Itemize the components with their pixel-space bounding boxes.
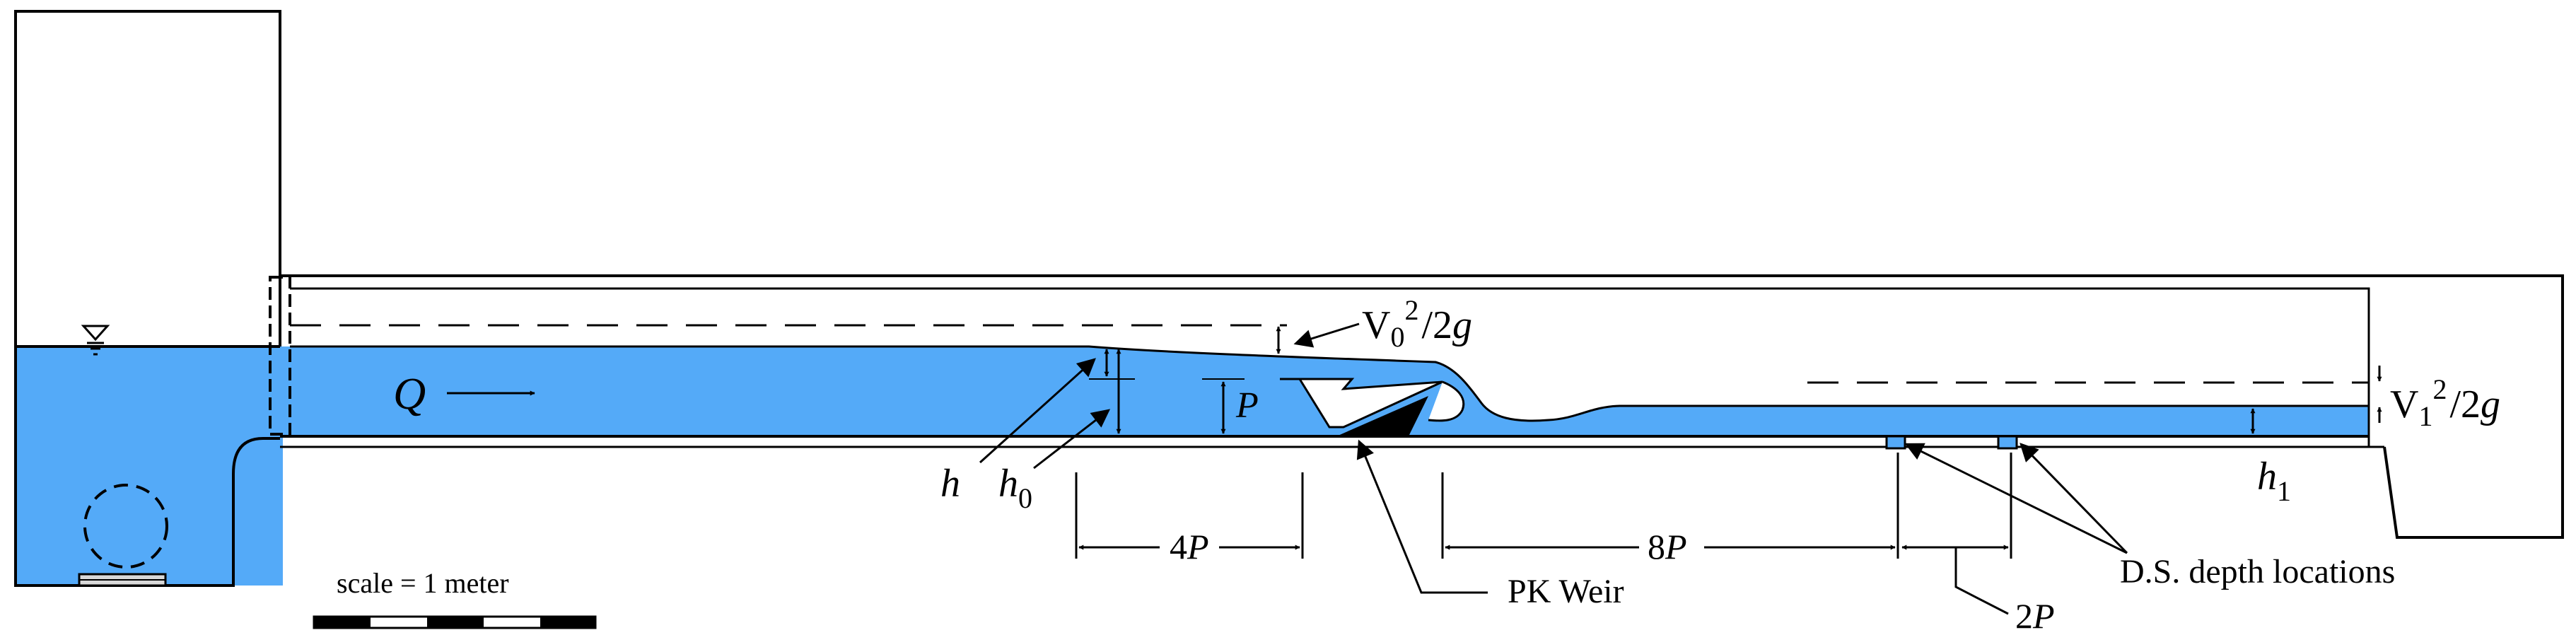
weir-nappe — [1428, 380, 1465, 422]
weir-height-label: P — [1235, 385, 1259, 426]
inverted-triangle-icon — [81, 325, 110, 356]
pk-weir-label: PK Weir — [1508, 573, 1624, 610]
gauge-locations-label: D.S. depth locations — [2120, 553, 2395, 590]
ds-gauge-1 — [1885, 435, 1906, 450]
scale-bar: scale = 1 meter — [313, 567, 597, 629]
pump-circle-icon — [78, 484, 168, 587]
water-surface-profile — [290, 345, 2369, 422]
head-leader — [979, 358, 1096, 464]
pk-weir — [1280, 378, 1465, 436]
ds-gauge-2 — [1997, 435, 2018, 450]
head-label: h — [940, 462, 960, 506]
tank-outlet-opening-water — [233, 400, 283, 586]
gauge-leader-2 — [2020, 443, 2128, 554]
velocity-head-leader — [1293, 322, 1360, 348]
distance-4p-label: 4P — [1170, 527, 1209, 566]
distance-2p-label: 2P — [2015, 596, 2055, 635]
upstream-velocity-head-label: V02/2g — [1362, 294, 1472, 353]
scale-label: scale = 1 meter — [337, 567, 509, 599]
inlet-screen — [269, 276, 291, 436]
pk-weir-leader — [1356, 439, 1488, 594]
head-tank — [14, 10, 283, 587]
upstream-depth-label: h0 — [998, 462, 1032, 514]
downstream-depth-label: h1 — [2257, 455, 2291, 507]
flume-outer-wall — [280, 274, 2564, 539]
weir-base — [1336, 396, 1428, 436]
gauge-leader-1 — [1904, 443, 2128, 554]
flow-label: Q — [393, 368, 426, 419]
distance-2p-leader — [1954, 547, 2009, 615]
upstream-depth-leader — [1033, 409, 1111, 470]
downstream-velocity-head-label: V12/2g — [2390, 373, 2500, 432]
upper-tank-outline — [14, 10, 281, 348]
distance-8p-label: 8P — [1648, 527, 1687, 566]
lower-tank-outline — [14, 346, 280, 587]
